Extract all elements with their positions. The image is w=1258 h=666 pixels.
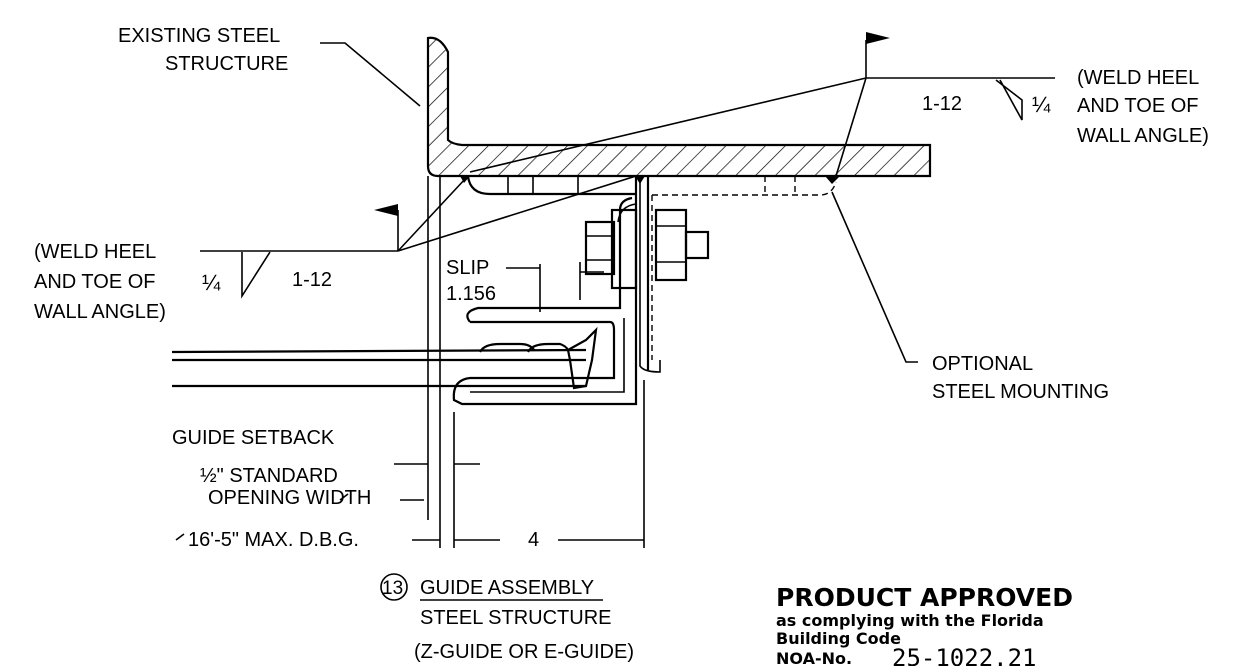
detail-sub-1: STEEL STRUCTURE — [420, 607, 612, 629]
detail-tag: 13 — [380, 573, 603, 601]
curtain-slat — [171, 326, 598, 390]
label-dbg: 16'-5" MAX. D.B.G. — [188, 529, 359, 551]
detail-sub-2: (Z-GUIDE OR E-GUIDE) — [414, 641, 634, 663]
label-weld-left-2: AND TOE OF — [34, 271, 156, 293]
label-existing-steel-2: STRUCTURE — [165, 53, 288, 75]
label-weld-right-2: AND TOE OF — [1077, 95, 1199, 117]
label-weld-left-size: 1-12 — [292, 269, 332, 291]
label-opening-width: OPENING WIDTH — [208, 487, 371, 509]
detail-number: 13 — [382, 578, 403, 599]
label-weld-right-3: WALL ANGLE) — [1077, 125, 1209, 147]
stamp-line-1: as complying with the Florida — [776, 611, 1044, 630]
weld-symbol-right — [469, 32, 1055, 177]
weld-beads — [460, 176, 840, 184]
label-existing-steel-1: EXISTING STEEL — [118, 25, 280, 47]
stamp-noa-label: NOA-No. — [776, 649, 852, 666]
label-dim-4: 4 — [528, 529, 539, 551]
optional-mounting-leader — [831, 191, 918, 363]
label-weld-right-frac: ¼ — [1032, 92, 1051, 117]
detail-title: GUIDE ASSEMBLY — [420, 577, 594, 599]
existing-steel-leader — [320, 42, 421, 107]
optional-steel-mounting — [651, 176, 837, 360]
stamp-noa-value: 25-1022.21 — [892, 644, 1037, 666]
weld-symbol-left — [200, 175, 637, 299]
label-guide-setback: GUIDE SETBACK — [172, 427, 335, 449]
slip-dimension — [506, 262, 604, 312]
label-half-standard: ½" STANDARD — [200, 465, 338, 487]
mounting-plate — [466, 175, 636, 196]
label-weld-right-1: (WELD HEEL — [1077, 67, 1199, 89]
label-slip: SLIP — [446, 257, 489, 279]
product-approval-stamp: PRODUCT APPROVED as complying with the F… — [776, 583, 1073, 666]
stamp-line-2: Building Code — [776, 629, 901, 648]
label-optional-1: OPTIONAL — [932, 353, 1033, 375]
label-optional-2: STEEL MOUNTING — [932, 381, 1109, 403]
label-weld-left-3: WALL ANGLE) — [34, 301, 166, 323]
label-slip-value: 1.156 — [446, 283, 496, 305]
bolt-assembly — [584, 203, 710, 290]
label-weld-left-frac: ¼ — [202, 270, 221, 295]
label-weld-right-size: 1-12 — [922, 93, 962, 115]
bottom-dimensions — [175, 176, 645, 548]
stamp-title: PRODUCT APPROVED — [776, 583, 1073, 612]
label-weld-left-1: (WELD HEEL — [34, 241, 156, 263]
existing-steel-angle — [426, 36, 932, 178]
